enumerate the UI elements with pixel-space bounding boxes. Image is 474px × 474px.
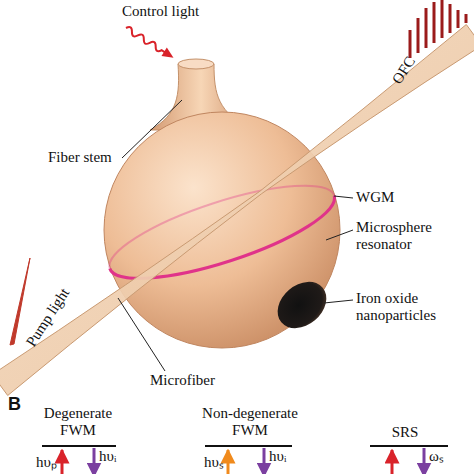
photon-label: ωₛ xyxy=(429,448,444,465)
energy-levels xyxy=(42,445,448,447)
process-title: Non-degenerate FWM xyxy=(196,405,304,439)
ofc-comb xyxy=(410,0,466,58)
pump-light-label: Pump light xyxy=(19,279,77,355)
leader-lines xyxy=(118,100,353,371)
nanoparticles-label: Iron oxide nanoparticles xyxy=(356,290,456,324)
fiber-stem-label: Fiber stem xyxy=(48,149,112,166)
transition-arrows xyxy=(62,448,424,474)
process-title: Degenerate FWM xyxy=(28,405,128,439)
panel-letter: B xyxy=(8,396,21,413)
control-light-arrow xyxy=(123,24,176,62)
stem-end xyxy=(178,59,214,69)
nanoparticles xyxy=(268,272,335,337)
control-light-label: Control light xyxy=(122,3,199,20)
resonator-label: Microsphere resonator xyxy=(356,219,456,253)
wgm-label: WGM xyxy=(356,189,394,206)
process-title: SRS xyxy=(375,424,435,441)
photon-label: hυᵢ xyxy=(269,448,286,465)
photon-label: hυᵢ xyxy=(99,448,116,465)
wgm-ring-back xyxy=(101,167,335,268)
photon-label: hυₚ xyxy=(36,454,57,471)
ofc-label: OFC xyxy=(385,47,423,93)
microfiber-label: Microfiber xyxy=(150,372,215,389)
microfiber xyxy=(0,25,474,396)
photon-label: hυₛ xyxy=(204,454,224,471)
